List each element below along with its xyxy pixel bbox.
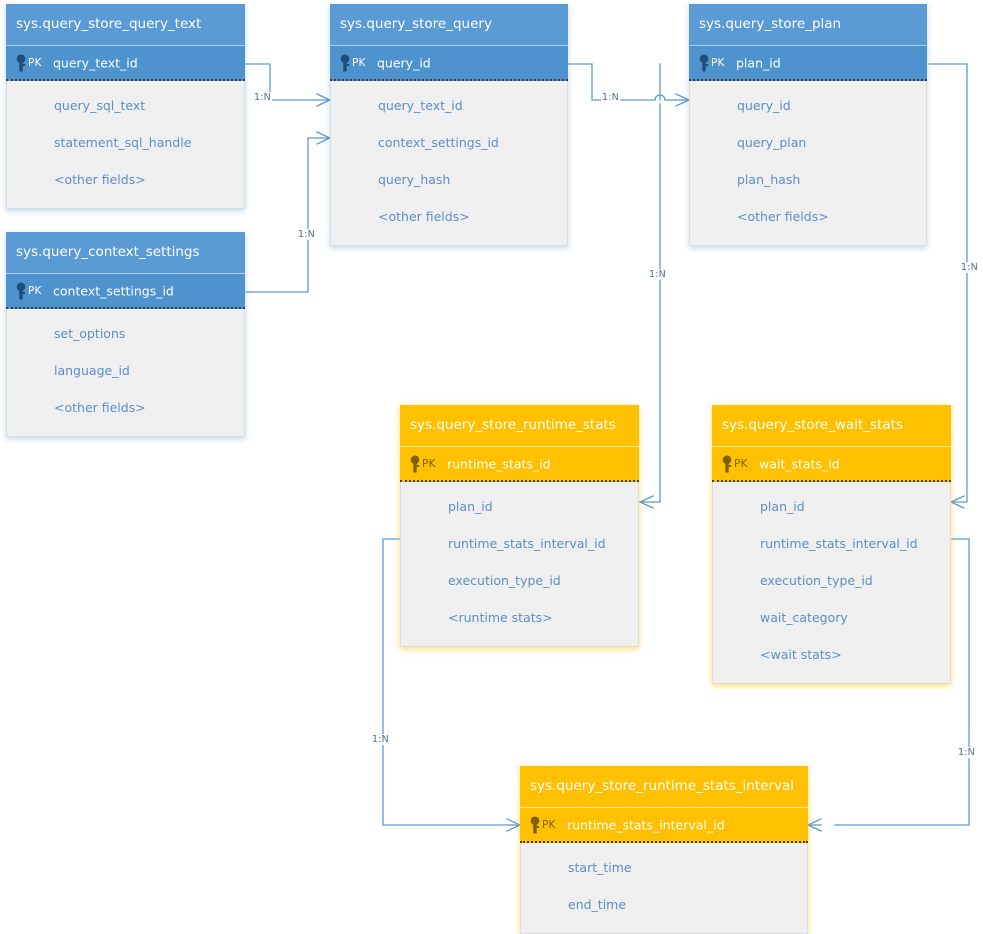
pk-label: PK — [28, 56, 42, 69]
pk-label: PK — [28, 284, 42, 297]
cardinality-label: 1:N — [957, 747, 976, 758]
field-row: execution_type_id — [760, 573, 873, 588]
field-row: wait_category — [760, 610, 848, 625]
entity-primary-key-row: PK context_settings_id — [6, 273, 245, 309]
connector-context-settings-to-query — [244, 131, 331, 293]
pk-label: PK — [422, 457, 436, 470]
entity-primary-key-row: PK query_text_id — [6, 45, 245, 81]
pk-label: PK — [711, 56, 725, 69]
field-row: statement_sql_handle — [54, 135, 192, 150]
key-icon — [530, 816, 540, 833]
pk-field-name: wait_stats_id — [759, 456, 840, 471]
entity-primary-key-row: PK wait_stats_id — [712, 446, 951, 482]
entity-fields: plan_id runtime_stats_interval_id execut… — [712, 482, 951, 684]
key-icon — [699, 54, 709, 71]
field-row: query_hash — [378, 172, 451, 187]
field-row: <other fields> — [737, 209, 829, 224]
entity-title: sys.query_context_settings — [6, 232, 245, 273]
pk-label: PK — [352, 56, 366, 69]
cardinality-label: 1:N — [371, 734, 390, 745]
entity-fields: query_id query_plan plan_hash <other fie… — [689, 81, 927, 246]
entity-fields: start_time end_time — [520, 843, 808, 934]
entity-query-context-settings[interactable]: sys.query_context_settings PK context_se… — [6, 232, 245, 437]
pk-field-name: plan_id — [736, 55, 781, 70]
pk-field-name: query_text_id — [53, 55, 138, 70]
cardinality-label: 1:N — [253, 92, 272, 103]
entity-title: sys.query_store_query_text — [6, 4, 245, 45]
entity-primary-key-row: PK runtime_stats_id — [400, 446, 639, 482]
pk-field-name: context_settings_id — [53, 283, 174, 298]
pk-field-name: query_id — [377, 55, 431, 70]
connector-query-to-plan — [567, 63, 690, 107]
field-row: set_options — [54, 326, 126, 341]
field-row: context_settings_id — [378, 135, 499, 150]
key-icon — [410, 455, 420, 472]
field-row: <wait stats> — [760, 647, 842, 662]
field-row: query_sql_text — [54, 98, 146, 113]
field-row: query_plan — [737, 135, 807, 150]
field-row: <other fields> — [378, 209, 470, 224]
entity-fields: plan_id runtime_stats_interval_id execut… — [400, 482, 639, 647]
entity-primary-key-row: PK plan_id — [689, 45, 927, 81]
field-row: plan_id — [760, 499, 805, 514]
entity-query-store-query[interactable]: sys.query_store_query PK query_id query_… — [330, 4, 568, 246]
entity-title: sys.query_store_plan — [689, 4, 927, 45]
pk-field-name: runtime_stats_interval_id — [567, 817, 725, 832]
entity-query-store-runtime-stats-interval[interactable]: sys.query_store_runtime_stats_interval P… — [520, 766, 808, 934]
field-row: runtime_stats_interval_id — [760, 536, 918, 551]
pk-label: PK — [542, 818, 556, 831]
field-row: end_time — [568, 897, 627, 912]
field-row: execution_type_id — [448, 573, 561, 588]
cardinality-label: 1:N — [960, 262, 979, 273]
key-icon — [340, 54, 350, 71]
cardinality-label: 1:N — [297, 229, 316, 240]
field-row: start_time — [568, 860, 632, 875]
entity-title: sys.query_store_query — [330, 4, 568, 45]
entity-fields: query_sql_text statement_sql_handle <oth… — [6, 81, 245, 209]
cardinality-label: 1:N — [648, 269, 667, 280]
field-row: runtime_stats_interval_id — [448, 536, 606, 551]
connector-plan-to-runtime-stats — [639, 63, 661, 509]
pk-field-name: runtime_stats_id — [447, 456, 551, 471]
entity-fields: set_options language_id <other fields> — [6, 309, 245, 437]
entity-fields: query_text_id context_settings_id query_… — [330, 81, 568, 246]
entity-query-store-runtime-stats[interactable]: sys.query_store_runtime_stats PK runtime… — [400, 405, 639, 647]
entity-title: sys.query_store_runtime_stats_interval — [520, 766, 808, 807]
key-icon — [722, 455, 732, 472]
entity-query-store-query-text[interactable]: sys.query_store_query_text PK query_text… — [6, 4, 245, 209]
entity-title: sys.query_store_runtime_stats — [400, 405, 639, 446]
field-row: plan_id — [448, 499, 493, 514]
field-row: language_id — [54, 363, 130, 378]
pk-label: PK — [734, 457, 748, 470]
field-row: plan_hash — [737, 172, 801, 187]
key-icon — [16, 54, 26, 71]
field-row: query_text_id — [378, 98, 463, 113]
field-row: <runtime stats> — [448, 610, 553, 625]
entity-title: sys.query_store_wait_stats — [712, 405, 951, 446]
field-row: query_id — [737, 98, 791, 113]
field-row: <other fields> — [54, 172, 146, 187]
entity-query-store-wait-stats[interactable]: sys.query_store_wait_stats PK wait_stats… — [712, 405, 951, 684]
entity-query-store-plan[interactable]: sys.query_store_plan PK plan_id query_id… — [689, 4, 927, 246]
key-icon — [16, 282, 26, 299]
field-row: <other fields> — [54, 400, 146, 415]
entity-primary-key-row: PK runtime_stats_interval_id — [520, 807, 808, 843]
entity-primary-key-row: PK query_id — [330, 45, 568, 81]
cardinality-label: 1:N — [601, 92, 620, 103]
